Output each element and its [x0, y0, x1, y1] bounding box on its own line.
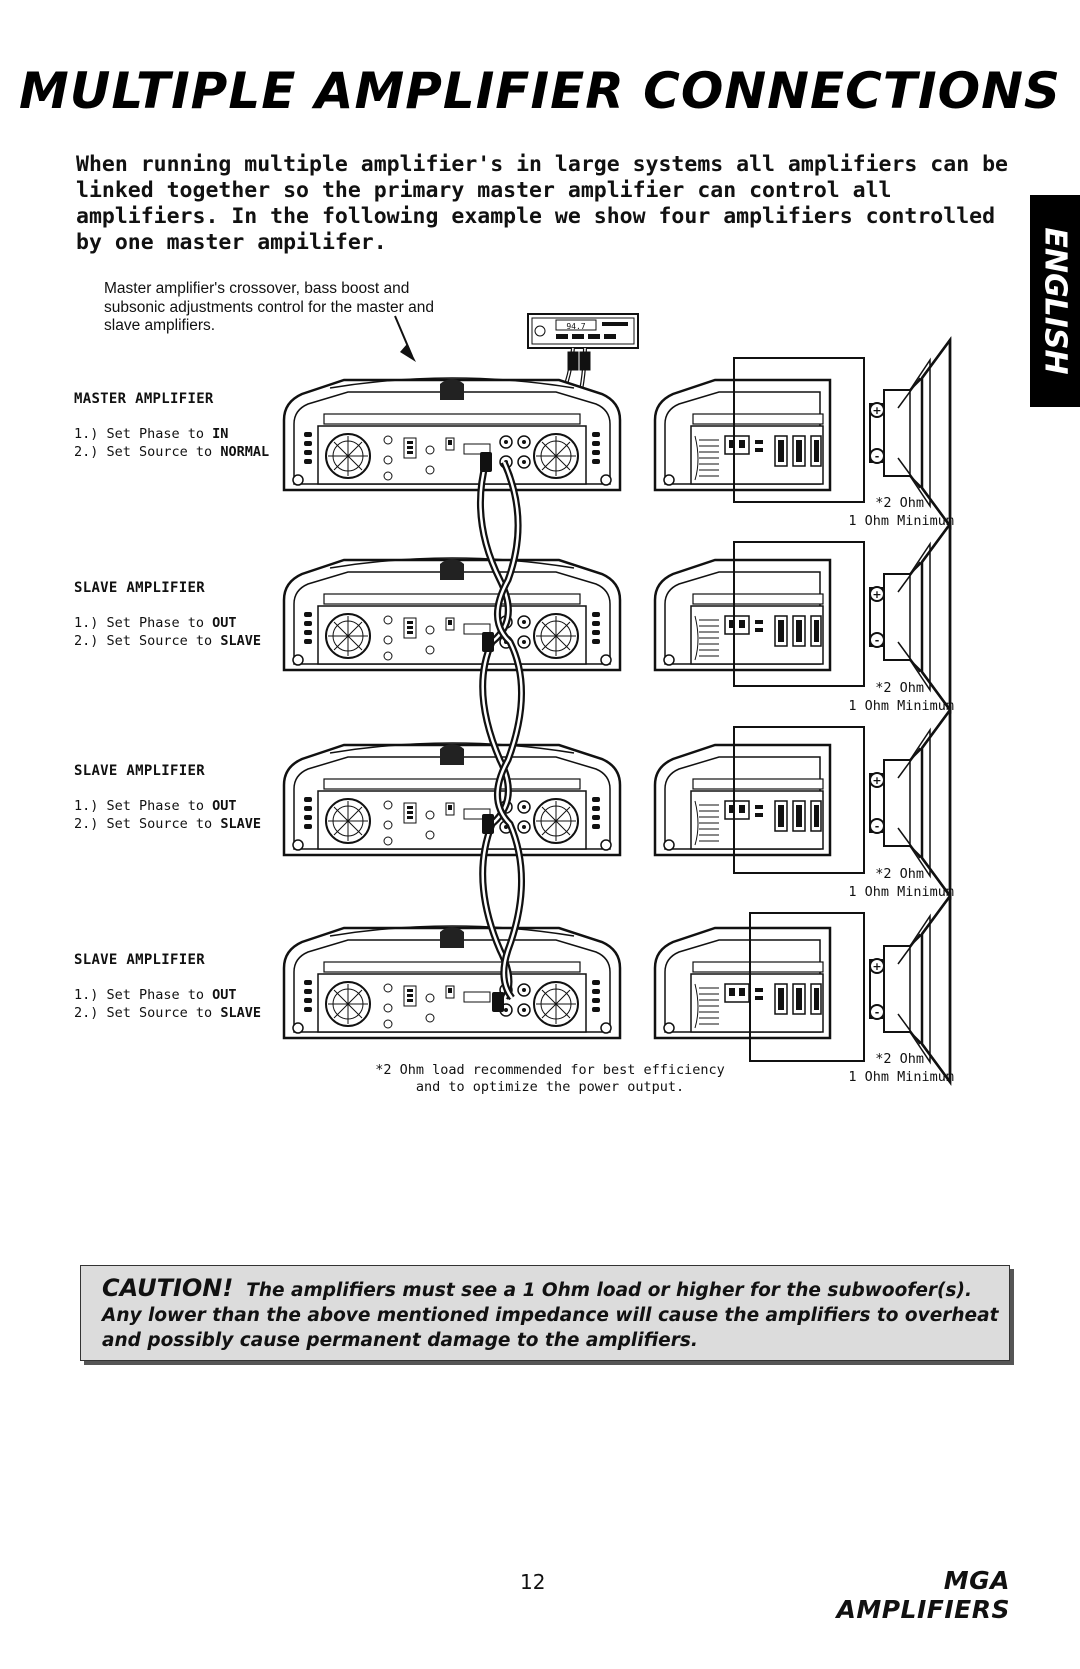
phase-step: 1.) Set Phase to OUT: [74, 987, 237, 1003]
phase-value: OUT: [212, 987, 237, 1003]
amplifier-4-rear: [653, 926, 832, 1040]
caution-label: CAUTION!: [102, 1274, 234, 1302]
amplifier-heading: SLAVE AMPLIFIER: [74, 952, 205, 968]
amplifier-2-front: [282, 556, 622, 672]
recommended-load: *2 Ohm: [875, 495, 924, 511]
amplifier-heading: SLAVE AMPLIFIER: [74, 580, 205, 596]
caution-body: The amplifiers must see a 1 Ohm load or …: [102, 1280, 999, 1351]
minimum-load: 1 Ohm Minimum: [848, 513, 954, 529]
phase-step-label: 1.) Set Phase to: [74, 798, 213, 814]
head-unit: 94.7: [527, 313, 639, 349]
source-step-label: 2.) Set Source to: [74, 1005, 221, 1021]
page-title: MULTIPLE AMPLIFIER CONNECTIONS: [19, 62, 1061, 120]
phase-step-label: 1.) Set Phase to: [74, 426, 213, 442]
recommended-load: *2 Ohm: [875, 866, 924, 882]
minimum-load: 1 Ohm Minimum: [848, 1069, 954, 1085]
amplifier-2-rear: [653, 558, 832, 672]
recommended-load: *2 Ohm: [875, 680, 924, 696]
source-step: 2.) Set Source to SLAVE: [74, 633, 261, 649]
phase-step: 1.) Set Phase to OUT: [74, 615, 237, 631]
phase-value: OUT: [212, 615, 237, 631]
callout-arrow: [394, 315, 416, 362]
minimum-load: 1 Ohm Minimum: [848, 698, 954, 714]
source-step: 2.) Set Source to SLAVE: [74, 1005, 261, 1021]
source-step: 2.) Set Source to SLAVE: [74, 816, 261, 832]
amplifier-heading: SLAVE AMPLIFIER: [74, 763, 205, 779]
brand-footer: MGA AMPLIFIERS: [836, 1566, 1010, 1624]
intro-paragraph: When running multiple amplifier's in lar…: [76, 152, 1008, 255]
amplifier-1-rear: [653, 378, 832, 492]
phase-step-label: 1.) Set Phase to: [74, 615, 213, 631]
source-value: SLAVE: [220, 633, 261, 649]
language-tab: ENGLISH: [1030, 195, 1080, 407]
source-value: SLAVE: [220, 1005, 261, 1021]
amplifier-1-front: [282, 376, 622, 492]
minimum-load: 1 Ohm Minimum: [848, 884, 954, 900]
source-step-label: 2.) Set Source to: [74, 633, 221, 649]
source-value: SLAVE: [220, 816, 261, 832]
speaker-wires: [733, 357, 865, 1062]
caution-box: [80, 1265, 1010, 1361]
master-callout: Master amplifier's crossover, bass boost…: [104, 280, 434, 334]
source-step-label: 2.) Set Source to: [74, 816, 221, 832]
source-step: 2.) Set Source to NORMAL: [74, 444, 269, 460]
load-footnote: *2 Ohm load recommended for best efficie…: [375, 1062, 725, 1095]
phase-step: 1.) Set Phase to OUT: [74, 798, 237, 814]
amplifier-4-front: [282, 924, 622, 1040]
source-value: NORMAL: [220, 444, 270, 460]
link-cables: [476, 452, 525, 1012]
phase-step: 1.) Set Phase to IN: [74, 426, 228, 442]
amplifier-3-rear: [653, 743, 832, 857]
head-unit-display: 94.7: [566, 322, 585, 331]
phase-value: IN: [212, 426, 229, 442]
amplifier-heading: MASTER AMPLIFIER: [74, 391, 214, 407]
recommended-load: *2 Ohm: [875, 1051, 924, 1067]
page-number: 12: [520, 1570, 546, 1594]
phase-step-label: 1.) Set Phase to: [74, 987, 213, 1003]
caution-message: CAUTION! The amplifiers must see a 1 Ohm…: [102, 1276, 1002, 1353]
phase-value: OUT: [212, 798, 237, 814]
source-step-label: 2.) Set Source to: [74, 444, 221, 460]
amplifier-3-front: [282, 741, 622, 857]
